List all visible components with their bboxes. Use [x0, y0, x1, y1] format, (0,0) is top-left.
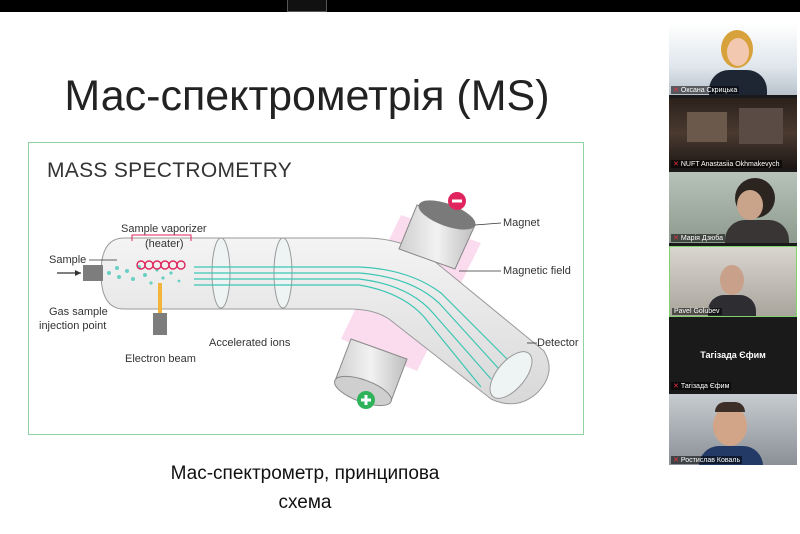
label-electron-beam: Electron beam [125, 353, 196, 365]
participant-name: Оксана Скрицька [680, 87, 738, 94]
shared-slide: Мас-спектрометрія (MS) MASS SPECTROMETRY [0, 12, 663, 534]
slide-title: Мас-спектрометрія (MS) [64, 72, 550, 120]
mass-spectrometer-diagram [57, 192, 550, 409]
participant-tile[interactable]: ✕NUFT Anastasiia Okhmakevych [669, 98, 797, 169]
participant-tile[interactable]: ✕Ростислав Коваль [669, 394, 797, 465]
participant-avatar [713, 406, 747, 446]
magnet-top [398, 200, 476, 270]
participant-tile[interactable]: Тагізада Єфим ✕Тагізада Єфим [669, 320, 797, 391]
figure-title: MASS SPECTROMETRY [47, 159, 293, 182]
injection-port [83, 265, 103, 281]
mic-muted-icon: ✕ [673, 383, 679, 390]
label-sample-vaporizer: Sample vaporizer [121, 223, 207, 235]
mass-spectrometry-figure: MASS SPECTROMETRY [28, 142, 584, 435]
label-heater: (heater) [145, 238, 184, 250]
participant-avatar [720, 265, 744, 295]
caption-line-1: Мас-спектрометр, принципова [170, 463, 440, 484]
magnet-bottom [334, 338, 408, 407]
electron-beam-ray [158, 283, 162, 313]
top-bar [0, 0, 800, 12]
participant-tile[interactable]: ✕Оксана Скрицька [669, 24, 797, 95]
label-gas-sample: Gas sample [49, 306, 108, 318]
mic-muted-icon: ✕ [673, 87, 679, 94]
slide-caption: Мас-спектрометр, принципова схема [120, 459, 490, 517]
label-injection-point: injection point [39, 320, 107, 332]
mic-muted-icon: ✕ [673, 457, 679, 464]
heater-coil [136, 260, 186, 270]
label-magnet: Magnet [503, 217, 540, 229]
mic-muted-icon: ✕ [673, 161, 679, 168]
label-sample: Sample [49, 254, 87, 266]
video-tiles: ✕Оксана Скрицька ✕NUFT Anastasiia Okhmak… [669, 24, 797, 465]
label-accelerated-ions: Accelerated ions [209, 337, 291, 349]
label-detector: Detector [537, 337, 579, 349]
participant-name: NUFT Anastasiia Okhmakevych [680, 161, 780, 168]
participant-name: Тагізада Єфим [680, 383, 730, 390]
caption-line-2: схема [278, 492, 332, 513]
participant-tile[interactable]: Pavel Golubev [669, 246, 797, 317]
sample-spray [107, 265, 181, 285]
electron-gun [153, 313, 167, 335]
participant-tile[interactable]: ✕Марія Дзюба [669, 172, 797, 243]
label-magnetic-field: Magnetic field [503, 265, 571, 277]
ion-beams [194, 266, 508, 388]
participant-video-off-name: Тагізада Єфим [700, 350, 766, 360]
participant-name: Ростислав Коваль [680, 457, 741, 464]
mic-muted-icon: ✕ [673, 235, 679, 242]
detector-plate [489, 351, 533, 399]
participant-name: Марія Дзюба [680, 235, 724, 242]
top-bar-tab[interactable] [287, 0, 327, 12]
participant-name: Pavel Golubev [674, 308, 720, 315]
